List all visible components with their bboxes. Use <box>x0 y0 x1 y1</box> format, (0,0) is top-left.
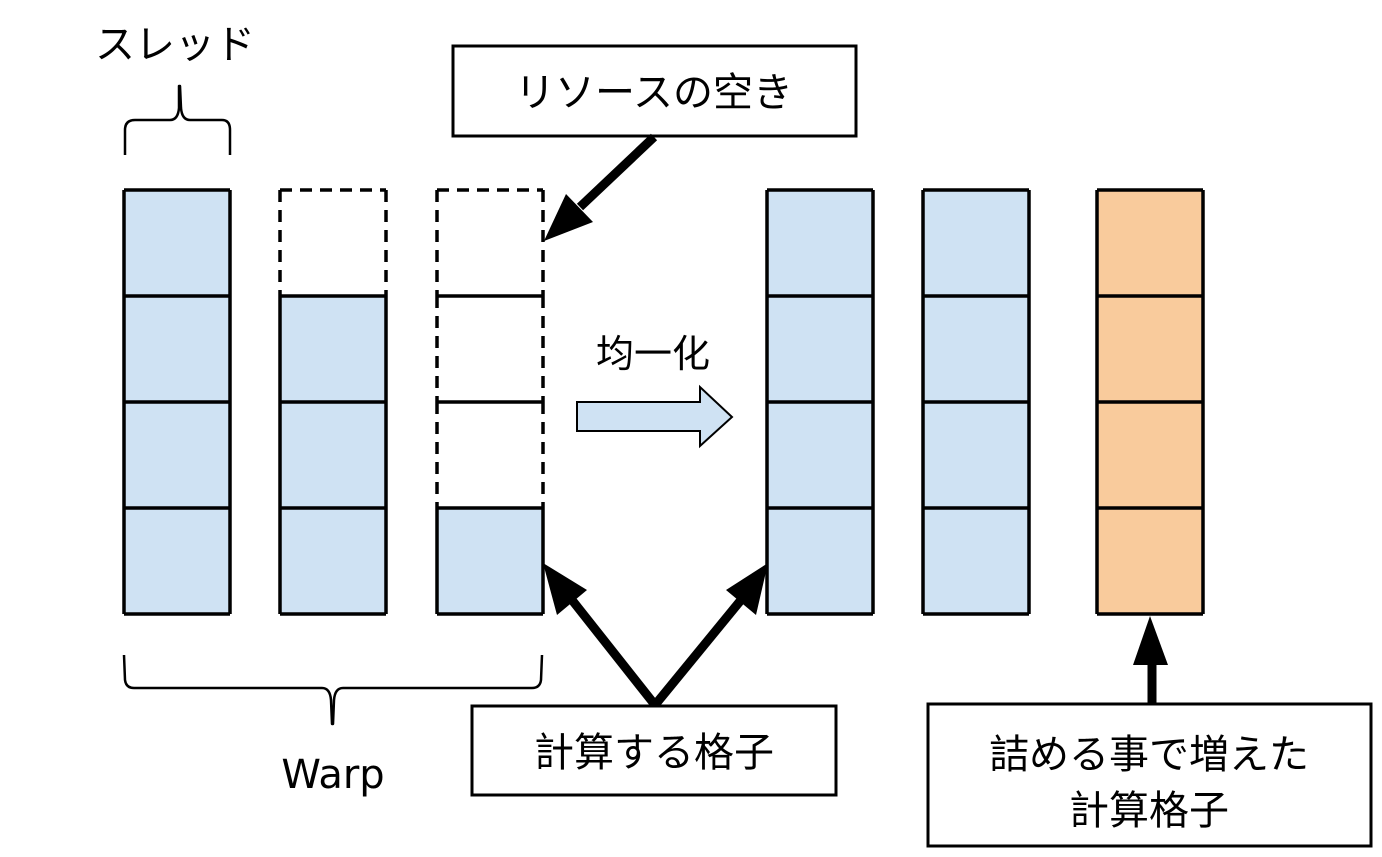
thread-cell <box>767 190 873 296</box>
warp-column <box>122 188 232 616</box>
thread-cell <box>280 508 386 614</box>
added-thread-cell <box>1097 508 1203 614</box>
warp-brace <box>122 654 544 726</box>
after-columns <box>765 188 1205 616</box>
thread-cell <box>280 402 386 508</box>
warp-column <box>435 188 545 616</box>
added-thread-cell <box>1097 402 1203 508</box>
added-arrow-head <box>1133 616 1168 665</box>
thread-cell <box>124 508 230 614</box>
before-columns <box>122 188 545 616</box>
thread-cell <box>124 190 230 296</box>
added-thread-cell <box>1097 296 1203 402</box>
resource-free-arrow-head <box>544 194 593 241</box>
thread-cell <box>767 508 873 614</box>
resource-free-arrow-line <box>576 133 658 211</box>
thread-cell <box>124 296 230 402</box>
computed-arrow-left-head <box>543 563 587 615</box>
thread-cell <box>923 402 1029 508</box>
warp-column <box>765 188 875 616</box>
added-cells-callout <box>926 702 1373 848</box>
computed-arrow-right-head <box>726 563 768 615</box>
warp-column <box>278 188 388 616</box>
equalize-label: 均一化 <box>596 332 710 376</box>
thread-label: スレッド <box>95 22 255 68</box>
added-cells-label-line1: 詰める事で増えた <box>989 732 1309 778</box>
added-thread-cell <box>1097 190 1203 296</box>
added-cells-label-line2: 計算格子 <box>1069 788 1229 834</box>
resource-free-callout <box>451 44 858 138</box>
free-resource-cell <box>437 190 543 296</box>
equalize-arrow-icon <box>576 384 734 449</box>
thread-brace <box>123 84 232 155</box>
resource-free-label: リソースの空き <box>515 70 793 116</box>
thread-cell <box>437 508 543 614</box>
computed-cells-label: 計算する格子 <box>534 730 774 776</box>
warp-label: Warp <box>281 752 384 798</box>
free-resource-cell <box>437 296 543 402</box>
computed-arrow-left-line <box>568 597 659 708</box>
free-resource-cell <box>437 402 543 508</box>
thread-cell <box>280 296 386 402</box>
computed-cells-callout <box>470 704 838 797</box>
warp-column <box>1095 188 1205 616</box>
warp-column <box>921 188 1031 616</box>
thread-cell <box>767 296 873 402</box>
thread-cell <box>923 296 1029 402</box>
thread-cell <box>923 190 1029 296</box>
thread-cell <box>767 402 873 508</box>
thread-cell <box>124 402 230 508</box>
thread-cell <box>923 508 1029 614</box>
free-resource-cell <box>280 190 386 296</box>
computed-arrow-right-line <box>651 597 745 708</box>
